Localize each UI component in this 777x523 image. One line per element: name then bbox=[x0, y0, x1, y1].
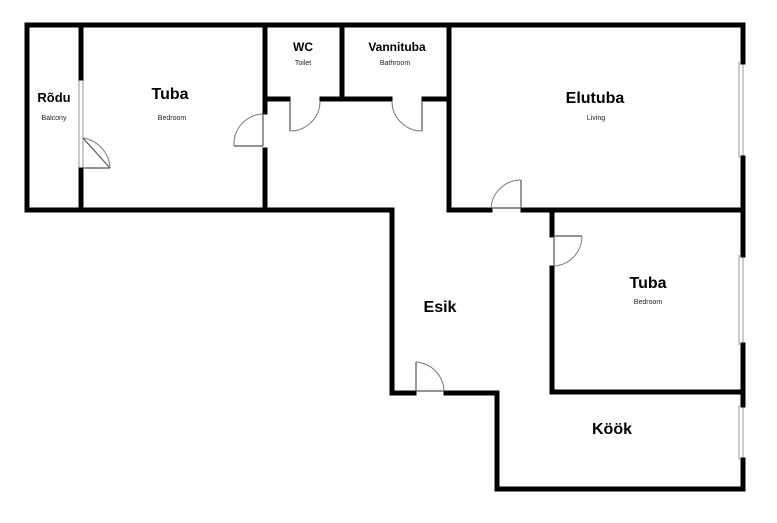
door-living bbox=[490, 179, 522, 209]
door-bedroom2 bbox=[553, 235, 583, 267]
living-window bbox=[737, 62, 745, 158]
doors bbox=[82, 100, 583, 392]
door-bathroom bbox=[391, 100, 423, 132]
balcony-door-window bbox=[77, 78, 85, 170]
room-bedroom1-name: Tuba bbox=[151, 86, 188, 103]
room-kitchen-name: Köök bbox=[592, 421, 632, 438]
room-bathroom-sub: Bathroom bbox=[380, 60, 411, 67]
room-balcony-sub: Balcony bbox=[42, 115, 67, 122]
room-wc-sub: Toilet bbox=[295, 60, 311, 67]
windows bbox=[77, 62, 745, 460]
room-wc-name: WC bbox=[293, 40, 313, 54]
bedroom2-window bbox=[737, 255, 745, 345]
room-labels: Rõdu Balcony Tuba Bedroom WC Toilet Vann… bbox=[37, 40, 666, 438]
door-bedroom1 bbox=[233, 113, 264, 147]
room-bedroom2-sub: Bedroom bbox=[634, 299, 663, 306]
room-bedroom1-sub: Bedroom bbox=[158, 115, 187, 122]
kitchen-window bbox=[737, 405, 745, 460]
door-entrance bbox=[415, 361, 445, 392]
door-balcony bbox=[82, 137, 111, 169]
walls bbox=[24, 22, 746, 492]
door-wc bbox=[289, 100, 321, 132]
room-balcony-name: Rõdu bbox=[37, 90, 70, 105]
room-bedroom2-name: Tuba bbox=[629, 275, 666, 292]
room-living-name: Elutuba bbox=[566, 90, 625, 107]
room-hall-name: Esik bbox=[424, 299, 457, 316]
room-bathroom-name: Vannituba bbox=[368, 40, 426, 54]
room-living-sub: Living bbox=[587, 115, 605, 122]
